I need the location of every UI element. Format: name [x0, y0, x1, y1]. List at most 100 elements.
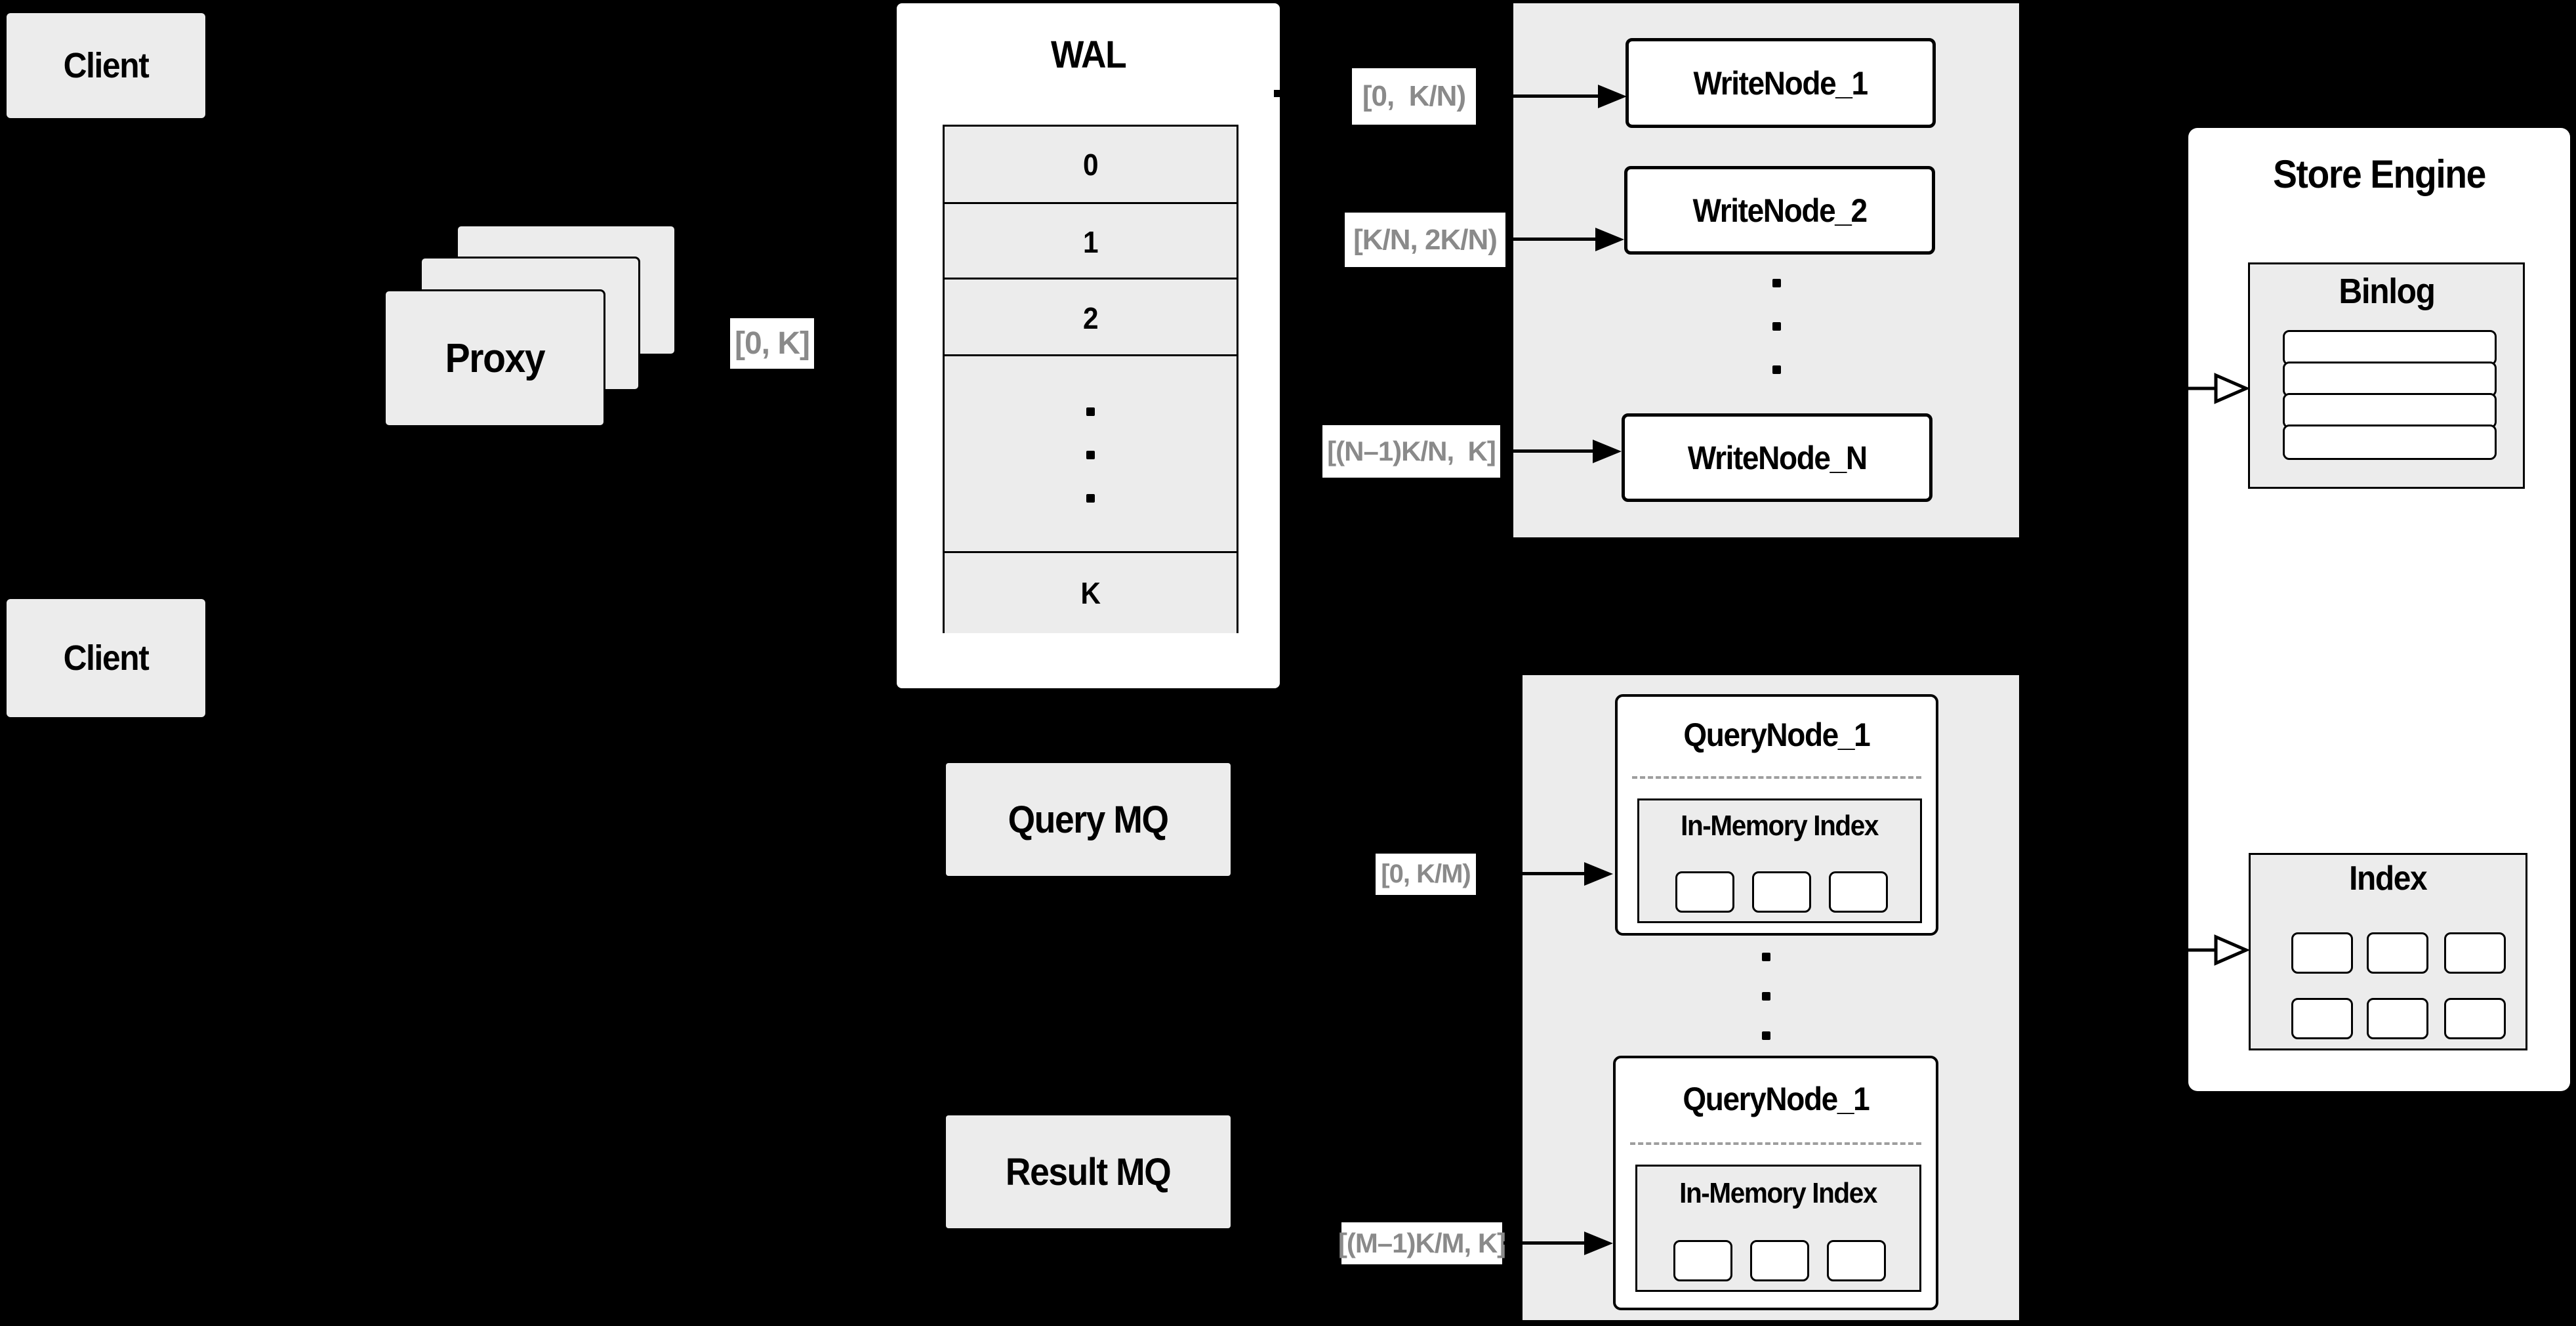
dot	[1086, 493, 1095, 503]
dot	[1762, 1031, 1770, 1040]
arrow-line	[1477, 94, 1598, 98]
write-node-2-label: WriteNode_2	[1692, 192, 1868, 229]
segment-square	[1829, 871, 1888, 913]
query-node-1: QueryNode_1 In-Memory Index	[1615, 694, 1938, 936]
index-square	[2367, 932, 2428, 974]
write-range-label-n: [(N–1)K/N, K]	[1322, 425, 1500, 478]
proxy-range-label: [0, K]	[730, 318, 814, 369]
arrow-head	[1584, 1232, 1613, 1255]
wal-box: WAL 0 1 2 K	[897, 3, 1280, 688]
dot	[1772, 322, 1781, 331]
query-range-text-m: [(M–1)K/M, K]	[1338, 1228, 1506, 1258]
index-square	[2444, 932, 2506, 974]
write-range-text-n: [(N–1)K/N, K]	[1327, 436, 1496, 466]
binlog-title: Binlog	[2250, 270, 2523, 313]
wal-title-text: WAL	[1050, 33, 1127, 76]
arrow-head	[1598, 85, 1627, 108]
index-square	[2291, 998, 2353, 1039]
wal-ellipsis-row	[945, 354, 1237, 553]
index-square	[2444, 998, 2506, 1039]
segment-square	[1750, 1240, 1809, 1281]
wal-segment-row: K	[945, 551, 1237, 633]
wal-segment-k: K	[1080, 576, 1101, 610]
write-range-text-2: [K/N, 2K/N)	[1353, 223, 1498, 256]
binlog-title-text: Binlog	[2338, 272, 2436, 311]
query-node-1-title: QueryNode_1	[1618, 709, 1936, 761]
write-node-1: WriteNode_1	[1625, 38, 1936, 128]
segment-square	[1675, 871, 1734, 913]
write-nodes-ellipsis	[1772, 279, 1781, 374]
query-mq-label: Query MQ	[1008, 798, 1169, 841]
binlog-row	[2283, 330, 2497, 365]
binlog-row	[2283, 362, 2497, 397]
in-memory-index-title: In-Memory Index	[1637, 1172, 1919, 1215]
index-title-text: Index	[2349, 860, 2427, 898]
arrow-head	[1593, 440, 1622, 463]
write-range-text-1: [0, K/N)	[1362, 80, 1466, 112]
proxy-range-text: [0, K]	[735, 326, 810, 361]
arrow-head	[1584, 862, 1613, 886]
write-range-label-2: [K/N, 2K/N)	[1345, 213, 1505, 267]
dot	[1086, 407, 1095, 416]
write-node-2: WriteNode_2	[1624, 166, 1935, 255]
wal-segment-0: 0	[1082, 147, 1099, 182]
segment-square	[1673, 1240, 1732, 1281]
dot	[1772, 279, 1781, 287]
write-node-n-label: WriteNode_N	[1687, 439, 1868, 476]
arrow-line	[1477, 872, 1584, 875]
wal-connector-stub	[1274, 90, 1283, 97]
binlog-open-arrow-icon	[2188, 372, 2249, 405]
wal-segment-2: 2	[1082, 300, 1099, 335]
wal-segment-1: 1	[1082, 224, 1099, 259]
store-engine-box: Store Engine Binlog Index	[2188, 128, 2570, 1091]
arrow-line	[1503, 1241, 1584, 1245]
index-box: Index	[2249, 853, 2527, 1050]
in-memory-index-box: In-Memory Index	[1635, 1165, 1921, 1292]
arrow-line	[1502, 449, 1593, 453]
index-square	[2291, 932, 2353, 974]
query-node-2-title-text: QueryNode_1	[1683, 1081, 1870, 1117]
client-bottom-label: Client	[63, 638, 150, 678]
store-engine-title: Store Engine	[2188, 148, 2570, 200]
in-memory-index-box: In-Memory Index	[1637, 798, 1922, 923]
dashed-separator	[1632, 776, 1921, 779]
client-top-label: Client	[63, 46, 150, 85]
binlog-row	[2283, 425, 2497, 460]
wal-segment-row: 2	[945, 278, 1237, 356]
write-node-n: WriteNode_N	[1622, 413, 1932, 502]
proxy-box: Proxy	[384, 289, 605, 427]
wal-segment-table: 0 1 2 K	[943, 125, 1238, 633]
in-memory-index-text: In-Memory Index	[1681, 810, 1879, 842]
dot	[1762, 992, 1770, 1001]
query-mq-box: Query MQ	[946, 763, 1231, 876]
arrow-line	[1507, 238, 1595, 241]
segment-square	[1752, 871, 1811, 913]
result-mq-box: Result MQ	[946, 1115, 1231, 1228]
dot	[1086, 450, 1095, 459]
dot	[1772, 365, 1781, 374]
wal-segment-row: 1	[945, 202, 1237, 280]
in-memory-index-text: In-Memory Index	[1679, 1177, 1878, 1209]
wal-segment-row: 0	[945, 127, 1237, 202]
ellipsis-dots	[1086, 407, 1095, 503]
client-bottom-box: Client	[7, 599, 205, 717]
query-range-label-m: [(M–1)K/M, K]	[1338, 1222, 1506, 1264]
query-node-2: QueryNode_1 In-Memory Index	[1613, 1056, 1938, 1310]
index-open-arrow-icon	[2188, 934, 2249, 966]
write-node-1-label: WriteNode_1	[1693, 64, 1869, 102]
write-range-label-1: [0, K/N)	[1352, 68, 1476, 125]
wal-title: WAL	[897, 28, 1280, 81]
binlog-box: Binlog	[2248, 262, 2525, 489]
index-square	[2367, 998, 2428, 1039]
result-mq-label: Result MQ	[1006, 1150, 1172, 1193]
proxy-label: Proxy	[445, 335, 545, 381]
segment-square	[1827, 1240, 1886, 1281]
in-memory-index-title: In-Memory Index	[1639, 804, 1920, 848]
query-nodes-ellipsis	[1762, 953, 1770, 1040]
binlog-row	[2283, 393, 2497, 428]
query-node-1-title-text: QueryNode_1	[1683, 716, 1871, 753]
dot	[1762, 953, 1770, 961]
query-node-2-title: QueryNode_1	[1616, 1073, 1936, 1125]
query-range-label-1: [0, K/M)	[1376, 854, 1476, 895]
